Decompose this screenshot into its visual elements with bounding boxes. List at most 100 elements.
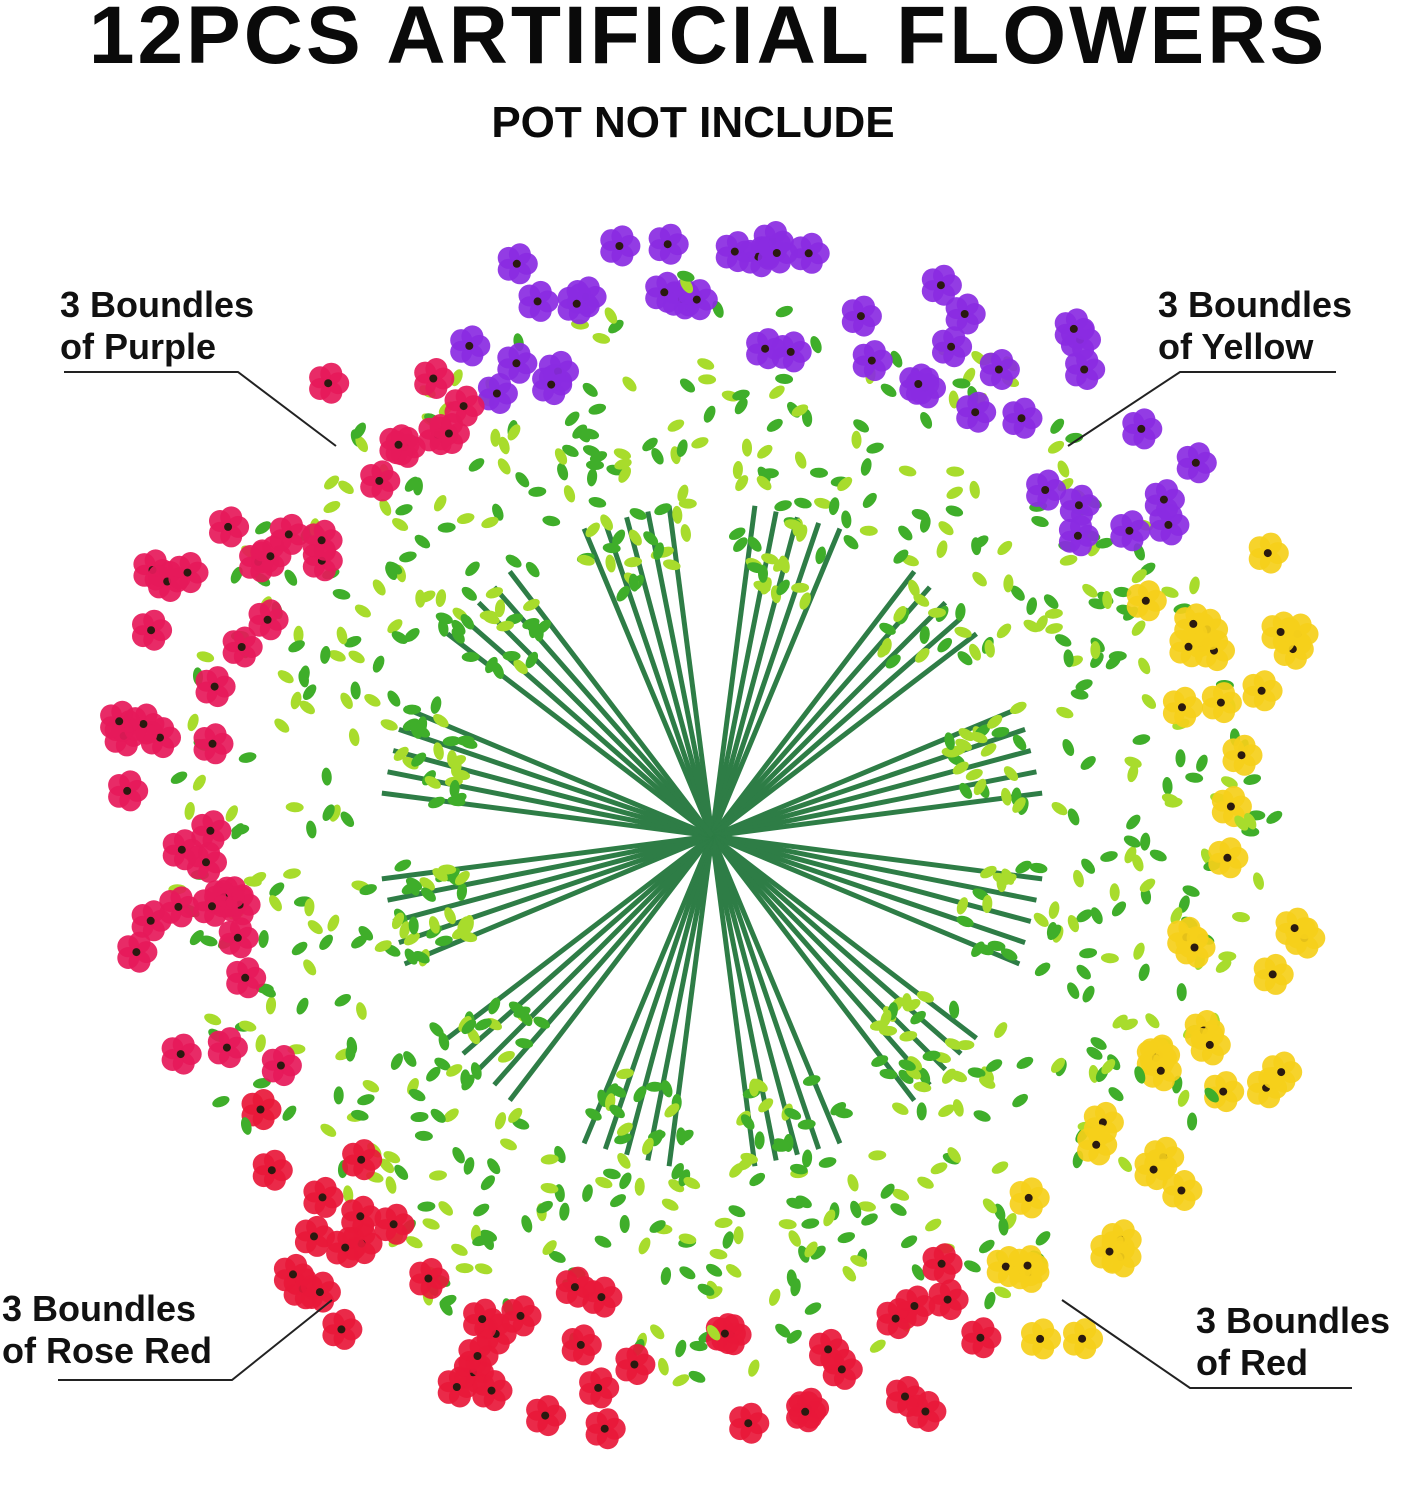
petal: [897, 1376, 920, 1398]
leaf: [390, 1053, 403, 1070]
leaf: [946, 466, 965, 477]
leaf: [775, 305, 793, 318]
leaf: [345, 1043, 356, 1062]
leaf: [259, 984, 276, 998]
leaf: [898, 525, 913, 541]
leaf: [991, 726, 1010, 738]
leaf: [773, 1138, 791, 1151]
leaf: [1132, 854, 1144, 872]
petal: [204, 723, 227, 746]
flower-center: [389, 1220, 398, 1229]
leaf: [698, 374, 717, 385]
leaf: [496, 620, 515, 632]
flower: [252, 1149, 293, 1191]
leaf: [728, 1205, 746, 1218]
leaf: [385, 1176, 397, 1194]
flower: [444, 385, 485, 427]
flower-center: [1078, 1334, 1087, 1343]
leaf: [916, 991, 934, 1003]
leaf: [1124, 756, 1142, 768]
leaf: [908, 579, 920, 597]
leaf: [255, 1034, 266, 1053]
flower: [409, 1258, 450, 1299]
leaf: [790, 1163, 808, 1175]
leaf: [328, 650, 346, 662]
flower-center: [901, 1392, 909, 1401]
flower-center: [1268, 970, 1277, 979]
leaf: [1123, 835, 1141, 848]
flower: [341, 1195, 382, 1237]
flower: [645, 271, 686, 313]
leaf: [1126, 814, 1141, 830]
flower: [168, 552, 209, 594]
petal: [170, 886, 193, 909]
leaf: [748, 1359, 760, 1377]
flower-center: [856, 312, 865, 321]
leaf: [255, 521, 272, 535]
petal: [797, 1391, 820, 1414]
leaf: [265, 996, 277, 1015]
leaf: [834, 1108, 853, 1119]
petal: [1095, 1101, 1117, 1124]
petal: [237, 957, 260, 980]
flower-center: [1105, 1247, 1114, 1256]
leaf: [1067, 982, 1080, 999]
leaf: [258, 930, 269, 948]
leaf: [879, 1025, 898, 1036]
flower: [1211, 786, 1252, 828]
leaf: [653, 542, 665, 560]
leaf: [340, 811, 355, 828]
leaf: [542, 515, 561, 527]
leaf: [592, 333, 611, 344]
leaf: [804, 1241, 818, 1258]
petal: [1020, 1177, 1043, 1200]
leaf: [1095, 537, 1114, 549]
stem: [710, 570, 917, 838]
petal: [143, 609, 166, 632]
flower-center: [1223, 853, 1232, 862]
purple-label: 3 Boundles of Purple: [60, 284, 254, 368]
leaf: [290, 691, 302, 710]
leaf: [651, 1129, 664, 1147]
stem: [709, 522, 822, 837]
leaf: [439, 1294, 457, 1307]
leaf: [460, 737, 478, 749]
leaf: [424, 776, 441, 789]
flower: [117, 931, 158, 973]
leaf: [528, 620, 540, 639]
leaf: [769, 1288, 781, 1306]
leaf: [391, 631, 408, 644]
flower: [108, 770, 149, 812]
flower-center: [1041, 486, 1050, 494]
flower-center: [1036, 1334, 1045, 1343]
flower-center: [208, 902, 216, 911]
petal: [782, 331, 805, 354]
leaf: [775, 373, 794, 384]
leaf: [288, 640, 305, 653]
petal: [572, 1324, 595, 1347]
leaf: [703, 405, 716, 423]
leaf: [322, 804, 335, 821]
leaf: [1139, 878, 1156, 893]
leaf: [619, 1215, 630, 1233]
leaf: [677, 484, 689, 502]
petal: [306, 1215, 329, 1238]
leaf: [1204, 1087, 1219, 1103]
flower: [222, 626, 263, 668]
leaf: [319, 934, 333, 950]
leaf: [387, 690, 401, 707]
leaf: [616, 1122, 633, 1136]
leaf: [959, 782, 973, 799]
leaf: [303, 959, 317, 976]
flower: [159, 886, 200, 928]
flower: [579, 1367, 620, 1409]
leaf: [513, 659, 528, 675]
leaf: [442, 736, 461, 747]
petal: [917, 1391, 940, 1413]
leaf: [238, 752, 257, 763]
leaf: [433, 713, 449, 728]
bundle-red: [212, 834, 714, 1350]
leaf: [357, 1094, 375, 1106]
leaf: [243, 876, 262, 887]
leaf: [482, 612, 500, 625]
